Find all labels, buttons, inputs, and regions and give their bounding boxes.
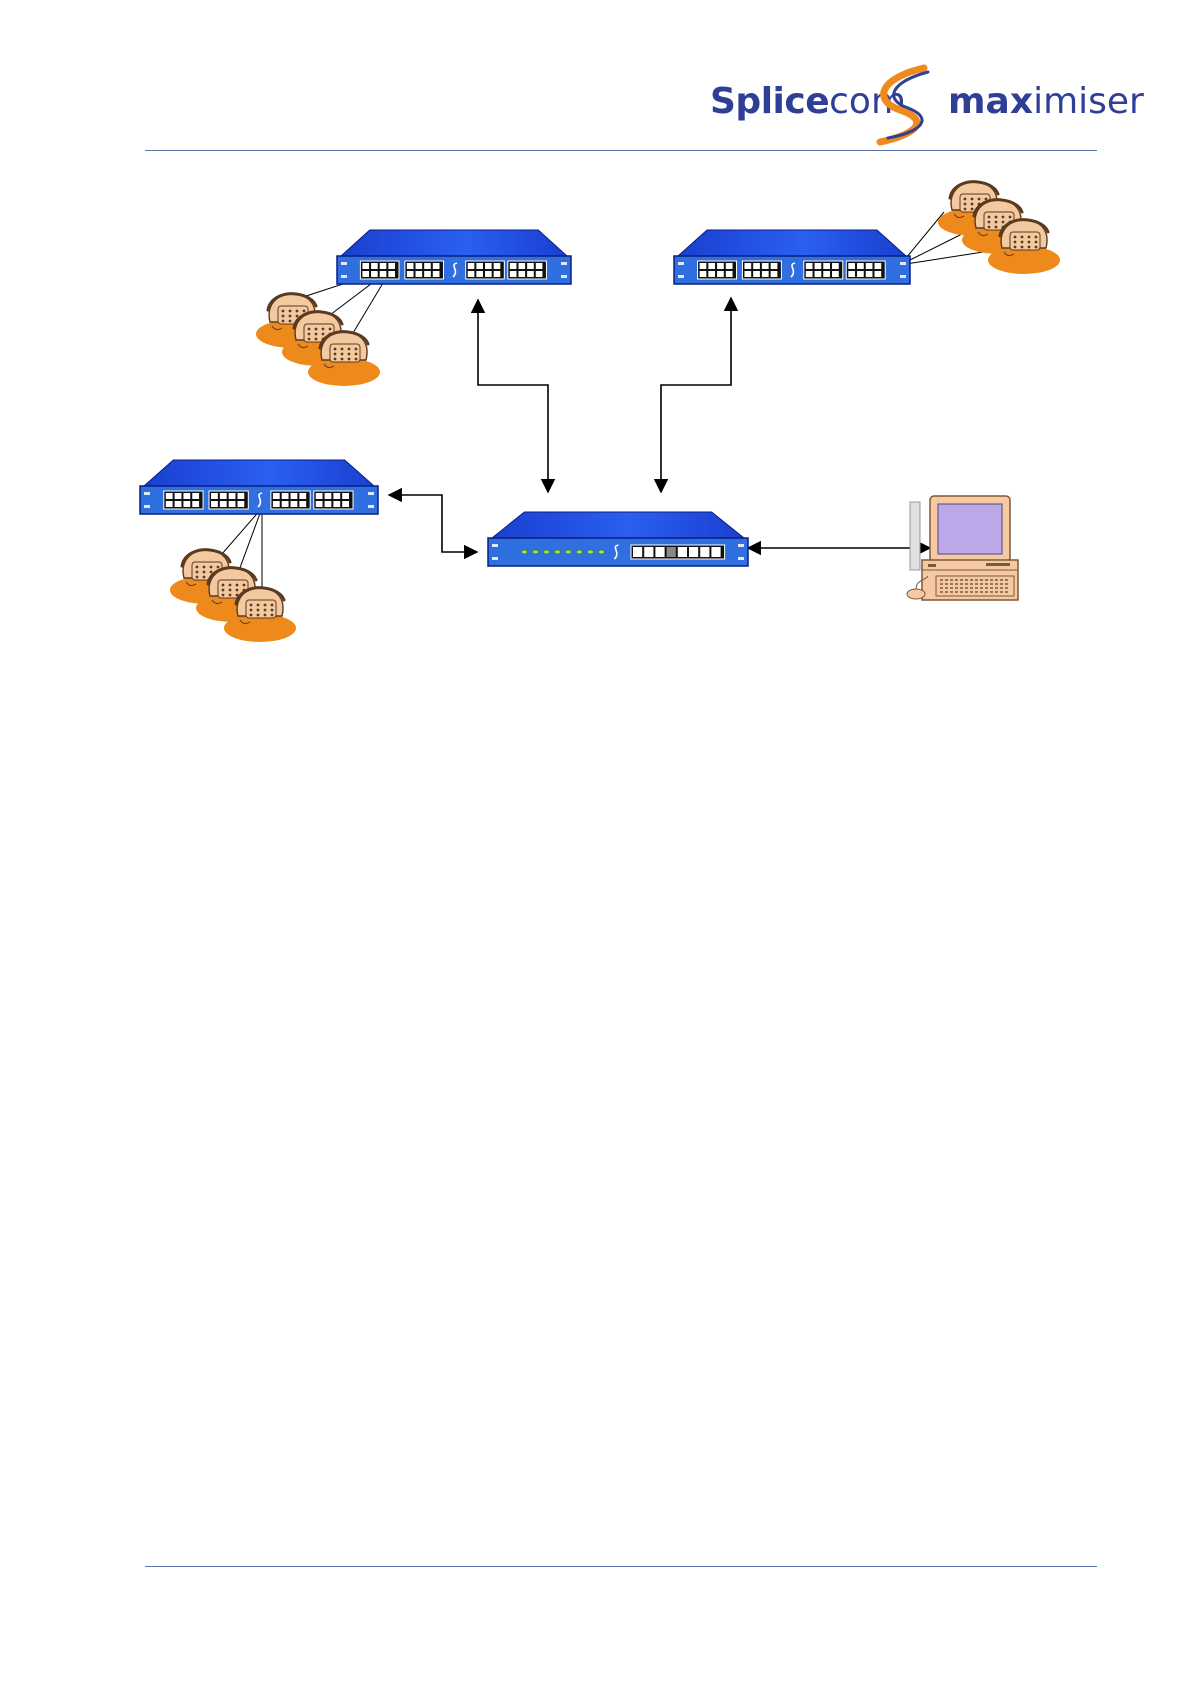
expansion-top-left-icon <box>337 230 571 284</box>
expansion-top-right-icon <box>674 230 910 284</box>
link-central-to-top-right <box>661 298 731 492</box>
phones-left-icon <box>170 550 296 642</box>
central-unit-icon <box>488 512 748 566</box>
phones-top-left-icon <box>256 294 380 386</box>
link-central-to-top-left <box>478 300 548 492</box>
logo-swoosh-icon <box>880 68 928 142</box>
expansion-left-icon <box>140 460 378 514</box>
link-central-to-left <box>389 495 477 552</box>
phones-top-right-icon <box>938 182 1060 274</box>
